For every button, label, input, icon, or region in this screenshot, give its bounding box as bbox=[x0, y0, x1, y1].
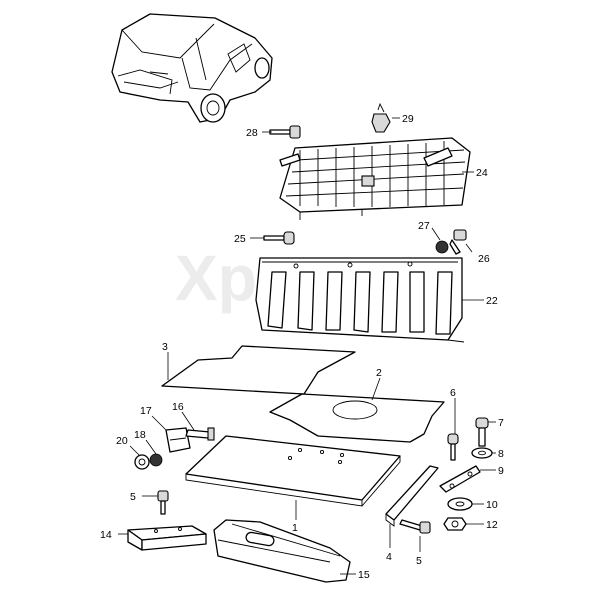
callout-6: 6 bbox=[450, 387, 456, 399]
vehicle-illustration bbox=[111, 13, 273, 123]
clip-29 bbox=[371, 102, 391, 133]
screw-28 bbox=[269, 125, 301, 139]
callout-15: 15 bbox=[358, 569, 370, 581]
nut-12 bbox=[443, 517, 467, 531]
cargo-grille-24 bbox=[279, 137, 471, 220]
callout-14: 14 bbox=[100, 529, 112, 541]
callout-5-lower: 5 bbox=[416, 555, 422, 567]
callout-16: 16 bbox=[172, 401, 184, 413]
callout-18: 18 bbox=[134, 429, 146, 441]
screw-25 bbox=[263, 231, 295, 245]
callout-27: 27 bbox=[418, 220, 430, 232]
nut-27 bbox=[435, 240, 449, 254]
nut-20 bbox=[134, 454, 150, 470]
callout-29: 29 bbox=[402, 113, 414, 125]
floor-mat-3 bbox=[161, 345, 356, 395]
callout-28: 28 bbox=[246, 127, 258, 139]
partition-panel-22 bbox=[255, 257, 465, 343]
rail-4 bbox=[385, 465, 439, 527]
callout-1: 1 bbox=[292, 522, 298, 534]
callout-22: 22 bbox=[486, 295, 498, 307]
callout-labels: 28 29 24 25 27 26 22 3 2 6 7 8 9 10 12 1… bbox=[100, 113, 504, 581]
callout-20: 20 bbox=[116, 435, 128, 447]
callout-4: 4 bbox=[386, 551, 392, 563]
callout-9: 9 bbox=[498, 465, 504, 477]
screw-16 bbox=[185, 427, 215, 441]
bracket-17 bbox=[165, 427, 191, 453]
callout-24: 24 bbox=[476, 167, 488, 179]
callout-5-upper: 5 bbox=[130, 491, 136, 503]
washer-10 bbox=[447, 497, 473, 511]
callout-12: 12 bbox=[486, 519, 498, 531]
bolt-6 bbox=[447, 433, 459, 461]
washer-8 bbox=[471, 447, 493, 459]
callout-7: 7 bbox=[498, 417, 504, 429]
floor-cover-2 bbox=[269, 393, 445, 443]
trim-panel-15 bbox=[213, 519, 351, 583]
callout-26: 26 bbox=[478, 253, 490, 265]
callout-3: 3 bbox=[162, 341, 168, 353]
callout-17: 17 bbox=[140, 405, 152, 417]
screw-5-upper bbox=[157, 490, 169, 515]
hinge-9 bbox=[439, 465, 481, 493]
screw-26 bbox=[449, 229, 467, 255]
screw-5-lower bbox=[399, 519, 431, 534]
trim-block-14 bbox=[127, 525, 207, 551]
callout-2: 2 bbox=[376, 367, 382, 379]
watermark-text: Xp bbox=[175, 242, 257, 314]
callout-10: 10 bbox=[486, 499, 498, 511]
callout-8: 8 bbox=[498, 448, 504, 460]
callout-25: 25 bbox=[234, 233, 246, 245]
leader-lines bbox=[118, 117, 496, 575]
nut-18 bbox=[149, 453, 163, 467]
floor-panel-1 bbox=[185, 435, 401, 507]
bolt-7 bbox=[475, 417, 489, 447]
